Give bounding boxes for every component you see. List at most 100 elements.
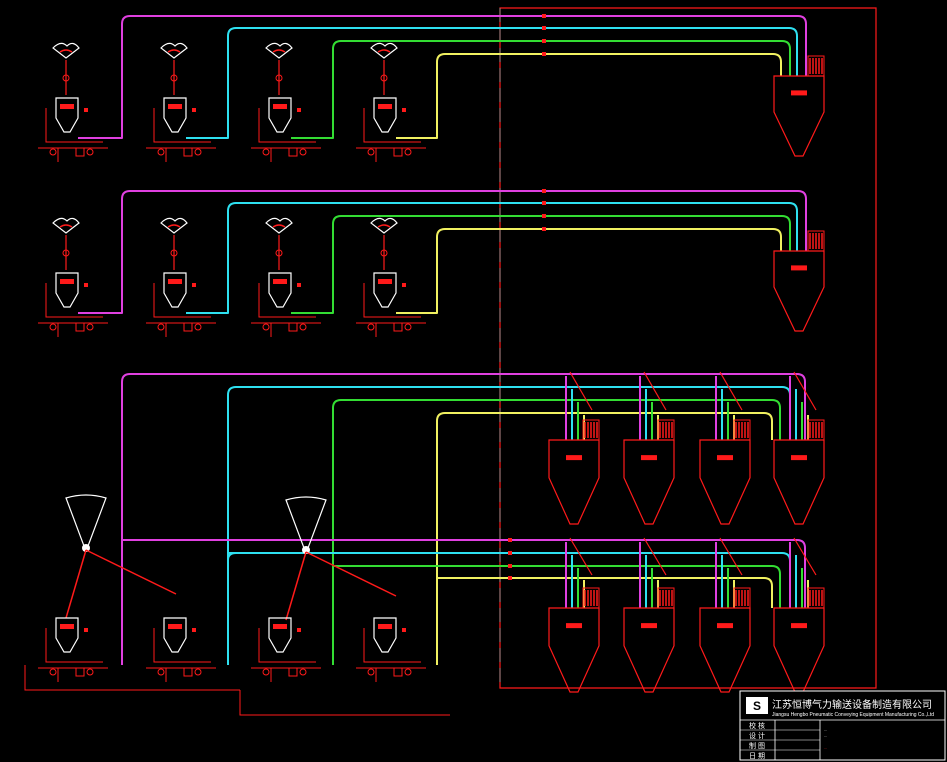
air-piping	[38, 628, 108, 682]
conveying-line	[396, 53, 782, 139]
intake-funnel-mark	[272, 224, 286, 228]
pressure-vessel	[268, 272, 292, 308]
feeder-unit	[356, 217, 426, 337]
air-piping	[146, 283, 216, 337]
vessel-label	[378, 279, 392, 284]
sensor-icon	[192, 283, 196, 287]
air-piping	[356, 108, 426, 162]
pipe-valve	[542, 26, 546, 30]
intake-funnel-icon	[160, 42, 188, 59]
intake-funnel-icon	[370, 217, 398, 234]
air-piping	[356, 628, 426, 682]
drawing-description-1: ...	[824, 727, 827, 732]
drawing-description-2: ...	[824, 733, 827, 738]
vessel-label	[60, 104, 74, 109]
air-piping	[251, 628, 321, 682]
pipe-valve	[508, 564, 512, 568]
pipe-valve	[508, 551, 512, 555]
air-piping	[146, 108, 216, 162]
sensor-icon	[192, 108, 196, 112]
conveying-line	[291, 215, 791, 314]
valve-icon	[170, 249, 178, 257]
storage-silo	[773, 419, 825, 525]
diverter-valve	[719, 537, 743, 576]
conveying-line	[300, 539, 806, 608]
pipe-valve	[542, 189, 546, 193]
conveying-line	[227, 552, 237, 665]
storage-silo	[623, 587, 675, 693]
feeder-unit	[38, 42, 108, 162]
gauge-icon	[157, 668, 165, 676]
feeder-unit	[356, 42, 426, 162]
conveying-line	[332, 399, 781, 665]
plant-boundary-frame	[499, 7, 877, 689]
gauge-icon	[404, 668, 412, 676]
silo-label	[791, 90, 807, 96]
conveying-line	[333, 565, 781, 608]
receiving-silo	[773, 55, 825, 157]
filter-icon	[288, 322, 298, 332]
diverter-valve	[793, 371, 817, 411]
dust-filter-icon	[733, 587, 751, 609]
diverter-valve	[569, 537, 593, 576]
rotary-valve-icon	[82, 544, 90, 552]
silo-label	[791, 455, 807, 461]
pipe-valve	[542, 39, 546, 43]
filter-icon	[393, 147, 403, 157]
gauge-icon	[49, 148, 57, 156]
valve-icon	[275, 74, 283, 82]
gauge-icon	[194, 323, 202, 331]
intake-funnel-mark	[272, 49, 286, 53]
feeder-unit	[38, 217, 108, 337]
cyclone-cone	[285, 496, 327, 549]
pressure-vessel	[268, 617, 292, 653]
feeder-unit	[251, 617, 321, 682]
title-block: S 江苏恒博气力输送设备制造有限公司 Jiangsu Hengbo Pneuma…	[739, 690, 946, 761]
filter-icon	[183, 667, 193, 677]
sensor-icon	[402, 628, 406, 632]
pressure-vessel	[55, 97, 79, 133]
dust-filter-icon	[657, 587, 675, 609]
row-label-date: 日 期	[749, 752, 765, 760]
feed-chute	[285, 551, 307, 621]
filter-icon	[288, 667, 298, 677]
gauge-icon	[299, 668, 307, 676]
receiving-silo	[773, 230, 825, 332]
silo-label	[641, 455, 657, 461]
valve-icon	[380, 74, 388, 82]
storage-silo	[699, 587, 751, 693]
vessel-label	[378, 104, 392, 109]
feeder-unit	[251, 42, 321, 162]
gauge-icon	[367, 323, 375, 331]
gauge-icon	[86, 323, 94, 331]
sensor-icon	[402, 283, 406, 287]
company-name-en: Jiangsu Hengbo Pneumatic Conveying Equip…	[772, 712, 934, 718]
pipe-valve	[542, 14, 546, 18]
gauge-icon	[194, 148, 202, 156]
pressure-vessel	[373, 97, 397, 133]
silo-label	[717, 623, 733, 629]
gauge-icon	[404, 323, 412, 331]
pressure-vessel	[268, 97, 292, 133]
storage-silo	[548, 419, 600, 525]
vessel-label	[273, 279, 287, 284]
intake-funnel-icon	[160, 217, 188, 234]
dust-filter-icon	[582, 587, 600, 609]
intake-funnel-mark	[59, 49, 73, 53]
pipelines	[78, 14, 809, 665]
silo-label	[641, 623, 657, 629]
conveying-line	[437, 577, 773, 608]
silo-label	[791, 623, 807, 629]
intake-funnel-icon	[370, 42, 398, 59]
air-piping	[146, 628, 216, 682]
silo-label	[791, 265, 807, 271]
vessel-label	[273, 624, 287, 629]
feed-chute	[65, 549, 87, 619]
silo-label	[566, 623, 582, 629]
conveying-line	[436, 412, 773, 665]
intake-funnel-mark	[377, 224, 391, 228]
gauge-icon	[86, 148, 94, 156]
conveying-line	[186, 27, 798, 139]
conveying-line	[186, 202, 798, 314]
